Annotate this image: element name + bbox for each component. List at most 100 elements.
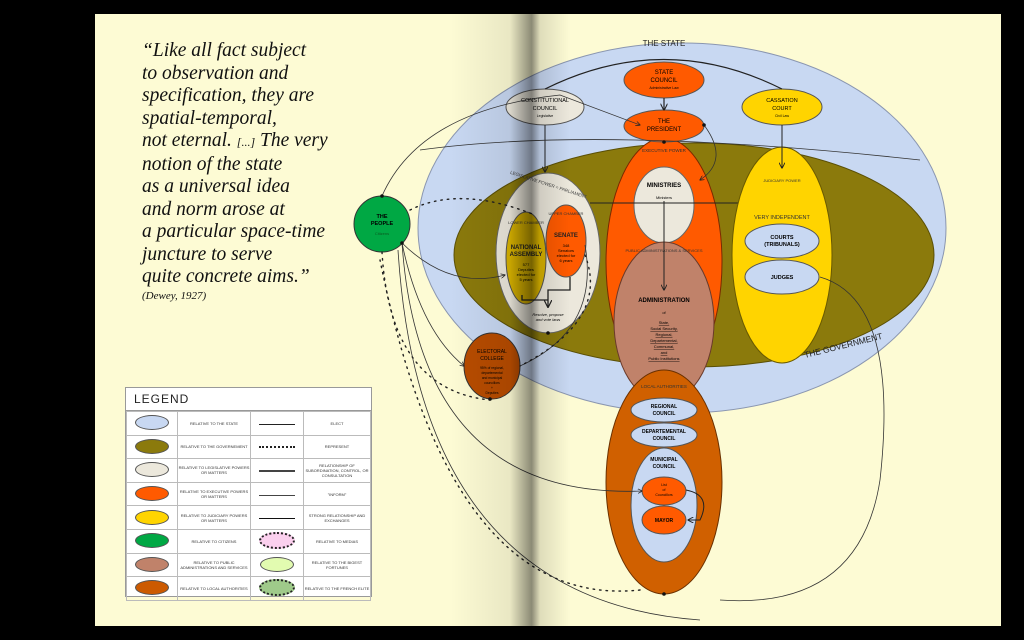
state-council-title: STATE bbox=[655, 70, 673, 76]
quote-line: quite concrete aims.” bbox=[142, 266, 310, 287]
legend-row: RELATIVE TO JUDICIARY POWERS OR MATTERS S… bbox=[126, 505, 371, 530]
legend-line-label: STRONG RELATIONSHIP AND EXCHANGES bbox=[303, 505, 371, 530]
president-title: THE bbox=[658, 119, 670, 125]
regional-council-title: COUNCIL bbox=[653, 411, 676, 417]
departemental-council-title: DEPARTEMENTAL bbox=[642, 429, 686, 435]
electoral-college-list: 95% of regional, departemental and munic… bbox=[480, 366, 504, 395]
judiciary-power-label: JUDICIARY POWER bbox=[763, 178, 800, 183]
quote-line: juncture to serve bbox=[142, 243, 273, 265]
list-councillors-text: List bbox=[661, 483, 666, 487]
administration-list: State, Social Security, Regional, Depart… bbox=[648, 320, 679, 361]
legend-line-sample bbox=[250, 552, 304, 578]
legend-line-label: RELATIVE TO MEDIAS bbox=[303, 528, 371, 554]
electoral-college-text: councillors bbox=[484, 381, 500, 385]
quote-line: to observation and bbox=[142, 62, 289, 84]
legend-title: LEGEND bbox=[126, 388, 371, 411]
president bbox=[623, 109, 705, 143]
legend-line-sample bbox=[250, 505, 304, 530]
constitutional-council-sub: Legislative bbox=[537, 114, 554, 118]
administration-item: Communal, bbox=[654, 344, 674, 349]
legend-label: RELATIVE TO LOCAL AUTHORITIES bbox=[177, 576, 251, 601]
dewey-quote: “Like all fact subject to observation an… bbox=[142, 40, 372, 289]
legend-swatch bbox=[126, 528, 178, 554]
municipal-council-title: MUNICIPAL bbox=[650, 457, 677, 463]
quote-line: as a universal idea bbox=[142, 176, 290, 197]
courts-title: (TRIBUNALS) bbox=[764, 242, 800, 248]
legend-label: RELATIVE TO PUBLIC ADMINISTRATIONS AND S… bbox=[177, 552, 251, 578]
national-assembly-title: NATIONAL bbox=[511, 245, 542, 251]
legend-line-label: RELATIVE TO THE BIGEST FORTUNES bbox=[303, 552, 371, 578]
national-assembly-text: 577 bbox=[523, 262, 530, 267]
represent-local-people bbox=[379, 259, 641, 592]
legend-swatch bbox=[126, 505, 178, 530]
legend-row: RELATIVE TO LOCAL AUTHORITIES RELATIVE TO… bbox=[126, 576, 371, 601]
state-wide-link bbox=[419, 139, 921, 161]
laws-note: Resolve, propose bbox=[532, 312, 564, 317]
legend-label: RELATIVE TO THE STATE bbox=[177, 411, 251, 436]
legend-line-label: RELATIONSHIP OF SUBORDINATION, CONTROL, … bbox=[303, 458, 371, 483]
president-title: PRESIDENT bbox=[647, 127, 682, 133]
people-elect-local bbox=[401, 242, 642, 491]
dot-icon bbox=[400, 241, 404, 245]
dot-icon bbox=[662, 592, 666, 596]
senate-text: elected for bbox=[557, 253, 576, 258]
legend-line-label: "INFORM" bbox=[303, 481, 371, 507]
quote-line: and norm arose at bbox=[142, 198, 285, 220]
municipal-council-title: COUNCIL bbox=[653, 464, 676, 470]
legend-row: RELATIVE TO PUBLIC ADMINISTRATIONS AND S… bbox=[126, 552, 371, 578]
legend-swatch bbox=[126, 434, 178, 460]
national-assembly bbox=[505, 211, 547, 305]
upper-chamber-label: UPPER CHAMBER bbox=[549, 211, 584, 216]
very-independent-label: VERY INDEPENDENT bbox=[754, 215, 810, 221]
dot-icon bbox=[702, 123, 706, 127]
legend-line-label: REPRESENT bbox=[303, 434, 371, 460]
councillors-elect-mayor-link bbox=[685, 489, 705, 520]
represent-lines bbox=[379, 198, 641, 592]
legend-line-label: RELATIVE TO THE FRENCH ELITE bbox=[303, 576, 371, 601]
quote-line: “Like all fact subject bbox=[142, 40, 307, 61]
quote-citation: (Dewey, 1927) bbox=[142, 290, 207, 302]
dot-icon bbox=[546, 331, 550, 335]
dot-icon bbox=[488, 397, 492, 401]
connection-dots bbox=[380, 123, 706, 596]
legend-line-sample bbox=[250, 434, 304, 460]
legend-swatch bbox=[126, 411, 178, 436]
electoral-college-text: and municipal bbox=[482, 376, 503, 380]
dot-icon bbox=[662, 140, 666, 144]
cassation-court-title: COURT bbox=[772, 106, 792, 112]
legend-line-sample bbox=[250, 576, 304, 601]
ministries-sub: Ministers bbox=[656, 195, 672, 200]
administration-item: and bbox=[661, 350, 668, 355]
dot-icon bbox=[380, 194, 384, 198]
administration-title: ADMINISTRATION bbox=[638, 298, 690, 304]
legend-line-sample bbox=[250, 528, 304, 554]
legend-swatch bbox=[126, 458, 178, 483]
judges bbox=[744, 259, 820, 295]
legend-label: RELATIVE TO LEGISLATIVE POWERS OR MATTER… bbox=[177, 458, 251, 483]
legend-label: RELATIVE TO EXECUTIVE POWERS OR MATTERS bbox=[177, 481, 251, 507]
legend-label: RELATIVE TO JUDICIARY POWERS OR MATTERS bbox=[177, 505, 251, 530]
courts bbox=[744, 223, 820, 259]
electoral-college-text: Deputies bbox=[485, 391, 498, 395]
senate-text: Senators bbox=[558, 248, 574, 253]
administration-text: of bbox=[662, 310, 666, 315]
quote-line: not eternal. [...] The very bbox=[142, 130, 372, 154]
constitutional-council-title: CONSTITUTIONAL bbox=[521, 98, 569, 104]
quote-text: not eternal. bbox=[142, 130, 232, 151]
senate-text: 348 bbox=[563, 243, 570, 248]
senate-title: SENATE bbox=[554, 233, 578, 239]
legend-line-sample bbox=[250, 411, 304, 436]
mayor bbox=[641, 505, 687, 535]
national-assembly-text: Deputies bbox=[518, 267, 534, 272]
legend-swatch bbox=[126, 552, 178, 578]
people-sub: Citizens bbox=[375, 231, 389, 236]
mayor-title: MAYOR bbox=[655, 518, 674, 524]
legend-swatch bbox=[126, 481, 178, 507]
electoral-college-text: departemental bbox=[481, 371, 502, 375]
administration-item: State, bbox=[659, 320, 669, 325]
judges-title: JUDGES bbox=[771, 275, 794, 281]
constitutional-council-title: COUNCIL bbox=[533, 106, 558, 112]
